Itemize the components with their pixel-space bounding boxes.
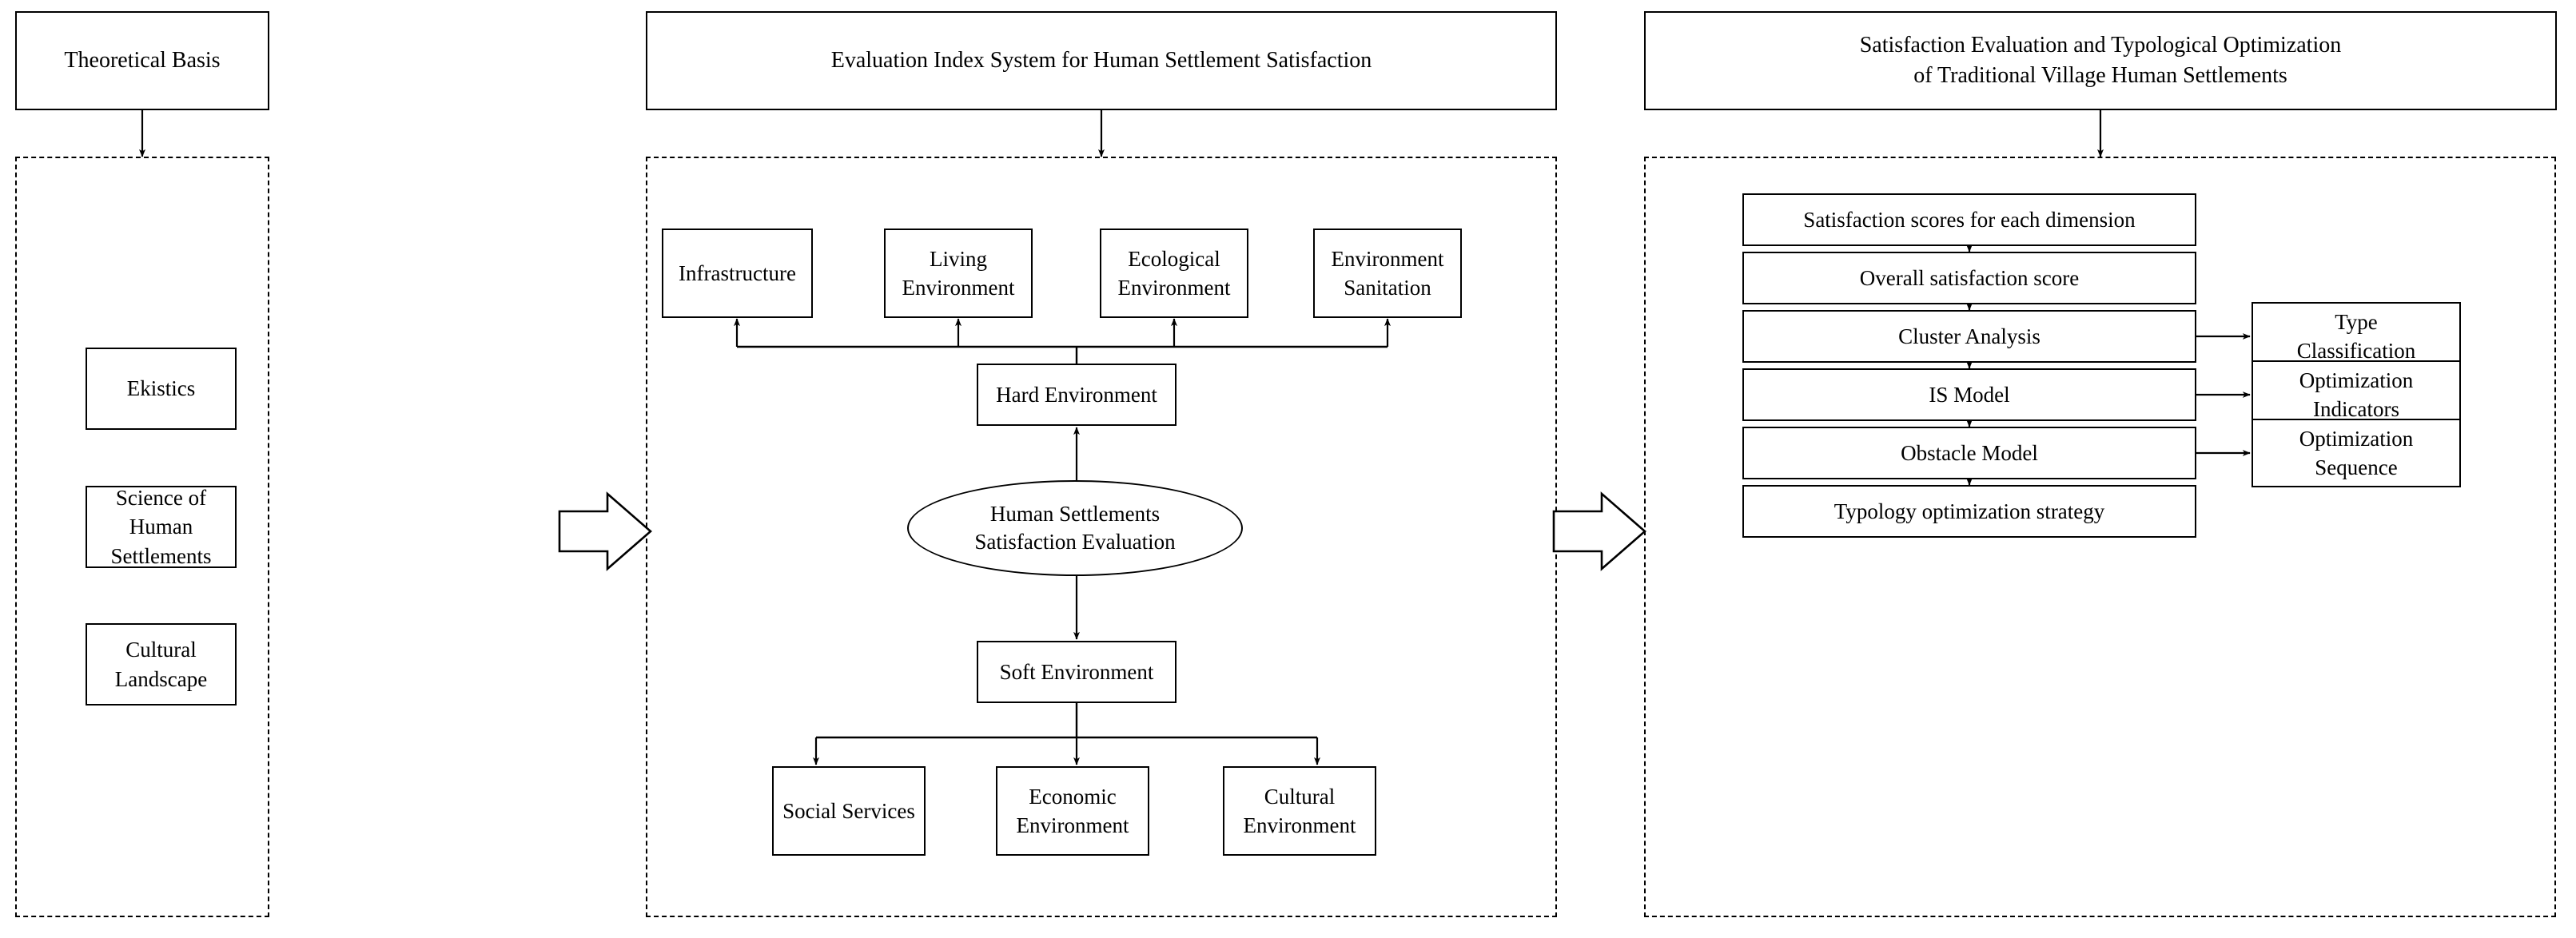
index-node-human-settlements-satisfaction-evaluation[interactable]: Human Settlements Satisfaction Evaluatio… [907,480,1243,576]
index-node-ecological-environment[interactable]: Ecological Environment [1100,229,1248,318]
index-node-infrastructure[interactable]: Infrastructure [662,229,813,318]
index-node-environment-sanitation[interactable]: Environment Sanitation [1313,229,1462,318]
theory-item-cultural-landscape[interactable]: Cultural Landscape [86,623,237,705]
panel-satisfaction-optimization-header: Satisfaction Evaluation and Typological … [1644,11,2557,110]
step-obstacle-model[interactable]: Obstacle Model [1742,427,2196,479]
theory-item-science-of-human-settlements[interactable]: Science of Human Settlements [86,486,237,568]
output-type-classification[interactable]: Type Classification [2252,302,2461,371]
index-node-social-services[interactable]: Social Services [772,766,926,856]
index-node-living-environment[interactable]: Living Environment [884,229,1033,318]
step-cluster-analysis[interactable]: Cluster Analysis [1742,310,2196,363]
step-is-model[interactable]: IS Model [1742,368,2196,421]
theory-item-ekistics[interactable]: Ekistics [86,348,237,430]
step-satisfaction-scores-each-dimension[interactable]: Satisfaction scores for each dimension [1742,193,2196,246]
panel-evaluation-index-system-header: Evaluation Index System for Human Settle… [646,11,1557,110]
panel-theoretical-basis-header: Theoretical Basis [15,11,269,110]
stage-block-arrow-1 [558,491,652,571]
panel-theoretical-basis-region [15,157,269,917]
step-typology-optimization-strategy[interactable]: Typology optimization strategy [1742,485,2196,538]
index-node-cultural-environment[interactable]: Cultural Environment [1223,766,1376,856]
stage-block-arrow-2 [1552,491,1646,571]
output-optimization-sequence[interactable]: Optimization Sequence [2252,419,2461,487]
index-node-economic-environment[interactable]: Economic Environment [996,766,1149,856]
index-node-hard-environment[interactable]: Hard Environment [977,364,1177,426]
index-node-soft-environment[interactable]: Soft Environment [977,641,1177,703]
step-overall-satisfaction-score[interactable]: Overall satisfaction score [1742,252,2196,304]
